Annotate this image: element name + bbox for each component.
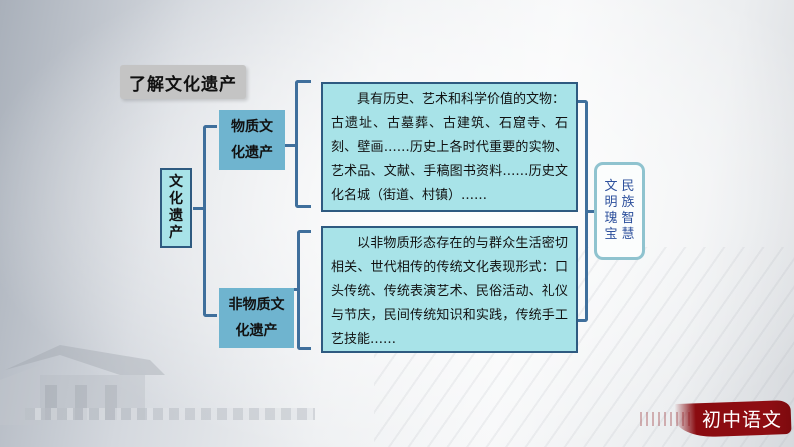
node-intangible-heritage: 非物质文 化遗产 xyxy=(219,288,294,348)
node-label-line: 物质文 xyxy=(231,119,273,135)
value-char: 民 xyxy=(621,179,635,194)
node-tangible-heritage: 物质文 化遗产 xyxy=(219,110,285,170)
value-column-right: 民 族 智 慧 xyxy=(622,179,635,243)
value-char: 慧 xyxy=(621,227,635,242)
bracket-tangible xyxy=(295,80,311,208)
value-char: 明 xyxy=(604,195,618,210)
value-char: 文 xyxy=(604,179,618,194)
value-char: 瑰 xyxy=(604,211,618,226)
value-column-left: 文 明 瑰 宝 xyxy=(604,179,617,243)
root-char: 遗 xyxy=(169,208,183,224)
bracket-intangible xyxy=(297,230,311,350)
description-tangible: 具有历史、艺术和科学价值的文物： 古遗址、古墓葬、古建筑、石窟寺、石刻、壁画……… xyxy=(321,82,578,212)
description-text: 古遗址、古墓葬、古建筑、石窟寺、石刻、壁画……历史上各时代重要的实物、艺术品、文… xyxy=(331,116,568,203)
node-label-line: 化遗产 xyxy=(231,145,273,161)
connector-intangible xyxy=(294,288,299,291)
bracket-root xyxy=(203,125,217,317)
root-char: 化 xyxy=(169,191,183,207)
node-label-line: 化遗产 xyxy=(235,323,278,339)
node-label-line: 非物质文 xyxy=(228,297,285,313)
root-node-cultural-heritage: 文 化 遗 产 xyxy=(160,168,192,248)
decorative-wall xyxy=(25,408,315,420)
value-char: 宝 xyxy=(604,227,618,242)
description-text: 以非物质形态存在的与群众生活密切相关、世代相传的传统文化表现形式：口头传统、传统… xyxy=(331,236,568,347)
connector-tangible xyxy=(285,144,297,147)
connector-value xyxy=(586,210,594,213)
description-text: 具有历史、艺术和科学价值的文物： xyxy=(357,92,566,107)
value-char: 智 xyxy=(621,211,635,226)
root-char: 产 xyxy=(169,225,183,241)
value-char: 族 xyxy=(621,195,635,210)
root-char: 文 xyxy=(169,174,183,190)
value-box: 文 明 瑰 宝 民 族 智 慧 xyxy=(594,162,645,260)
description-intangible: 以非物质形态存在的与群众生活密切相关、世代相传的传统文化表现形式：口头传统、传统… xyxy=(321,226,578,353)
section-title: 了解文化遗产 xyxy=(120,65,246,99)
connector-root xyxy=(193,207,205,210)
footer-brand-label: 初中语文 xyxy=(701,408,782,431)
